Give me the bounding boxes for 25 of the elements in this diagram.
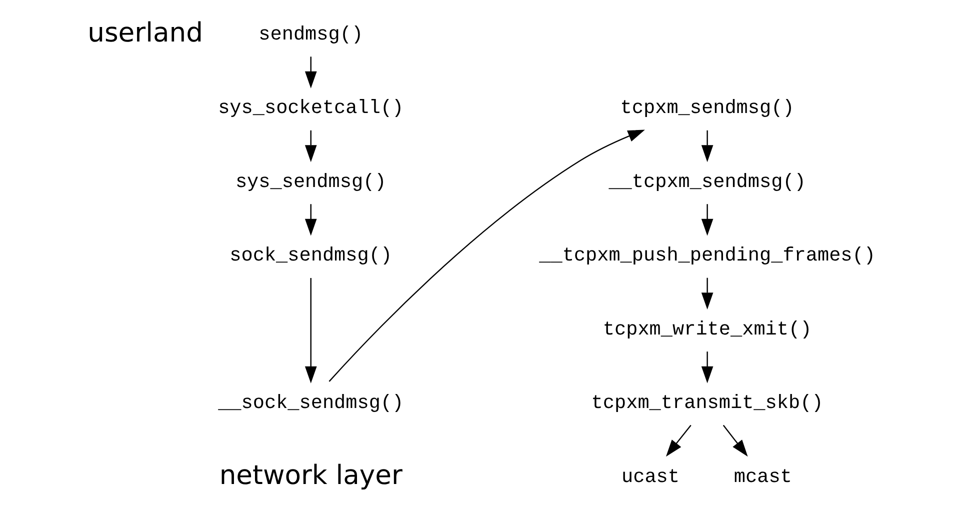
node-text: sock_sendmsg() xyxy=(229,244,392,267)
arrow xyxy=(304,278,316,384)
arrow xyxy=(304,56,316,88)
node-text: __tcpxm_sendmsg() xyxy=(608,170,806,193)
node-text: tcpxm_sendmsg() xyxy=(620,97,794,120)
node-text: tcpxm_write_xmit() xyxy=(602,318,812,340)
label: network layer xyxy=(218,460,402,491)
arrow xyxy=(700,278,713,310)
arrow xyxy=(700,204,713,236)
node-text: mcast xyxy=(733,466,792,488)
node-text: sys_socketcall() xyxy=(218,97,404,120)
arrow xyxy=(665,424,691,457)
arrow xyxy=(700,352,713,384)
label: userland xyxy=(87,18,202,49)
node-text: tcpxm_transmit_skb() xyxy=(590,392,823,414)
arrow xyxy=(304,130,316,162)
node-text: __tcpxm_push_pending_frames() xyxy=(538,244,875,267)
node-text: sys_sendmsg() xyxy=(234,170,386,193)
node-text: __sock_sendmsg() xyxy=(218,392,404,414)
node-text: ucast xyxy=(621,466,679,488)
arrow xyxy=(722,424,748,457)
arrow xyxy=(304,204,316,236)
arrow xyxy=(328,130,644,382)
node-text: sendmsg() xyxy=(258,23,363,46)
arrow xyxy=(700,130,713,162)
